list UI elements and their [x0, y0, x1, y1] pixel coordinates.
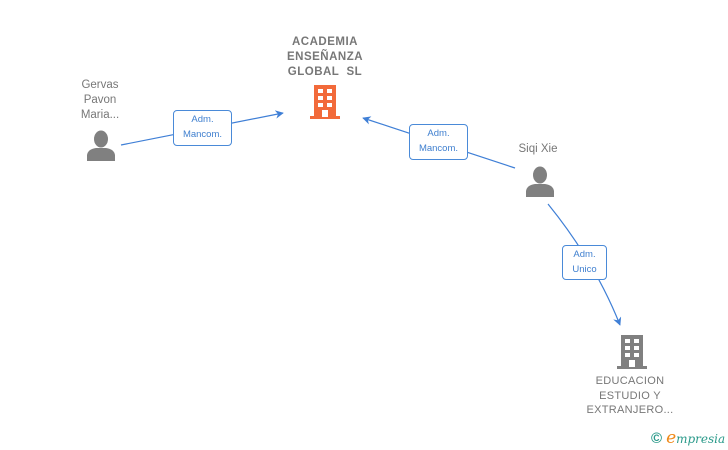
- company-name-line: ACADEMIA: [292, 36, 358, 48]
- edge-label-gervas-academia[interactable]: Adm. Mancom.: [173, 110, 232, 146]
- building-icon[interactable]: [309, 85, 341, 119]
- company-name-line: EDUCACION: [595, 375, 665, 387]
- person-name-siqi[interactable]: Siqi Xie: [500, 142, 576, 157]
- edge-label-line: Adm.: [427, 128, 450, 139]
- company-name-academia[interactable]: ACADEMIA ENSEÑANZA GLOBAL SL: [265, 35, 385, 80]
- empresia-logo[interactable]: © empresia: [651, 428, 725, 448]
- edge-label-line: Adm.: [573, 249, 596, 260]
- person-icon[interactable]: [525, 166, 555, 197]
- brand-rest: mpresia: [676, 432, 726, 446]
- copyright-icon: ©: [651, 429, 663, 447]
- company-name-line: ENSEÑANZA: [286, 51, 364, 63]
- edge-label-line: Mancom.: [182, 129, 223, 140]
- company-name-line: EXTRANJERO...: [586, 404, 674, 416]
- edge-label-siqi-educacion[interactable]: Adm. Unico: [562, 245, 607, 280]
- brand-wordmark: empresia: [666, 428, 725, 448]
- edge-label-line: Mancom.: [418, 143, 459, 154]
- person-name-line: Maria...: [80, 109, 120, 121]
- edge-label-siqi-academia[interactable]: Adm. Mancom.: [409, 124, 468, 160]
- edge-label-line: Unico: [572, 264, 597, 275]
- brand-initial: e: [666, 428, 677, 448]
- person-name-line: Gervas: [81, 79, 119, 91]
- company-name-line: GLOBAL SL: [287, 66, 363, 78]
- company-name-educacion[interactable]: EDUCACION ESTUDIO Y EXTRANJERO...: [575, 374, 685, 418]
- company-name-line: ESTUDIO Y: [599, 389, 661, 402]
- person-icon[interactable]: [86, 130, 116, 161]
- building-icon[interactable]: [616, 335, 648, 369]
- edge-label-line: Adm.: [191, 114, 214, 125]
- person-name-line: Pavon: [83, 94, 117, 106]
- person-name-line: Siqi Xie: [518, 143, 558, 155]
- person-name-gervas[interactable]: Gervas Pavon Maria...: [60, 78, 140, 123]
